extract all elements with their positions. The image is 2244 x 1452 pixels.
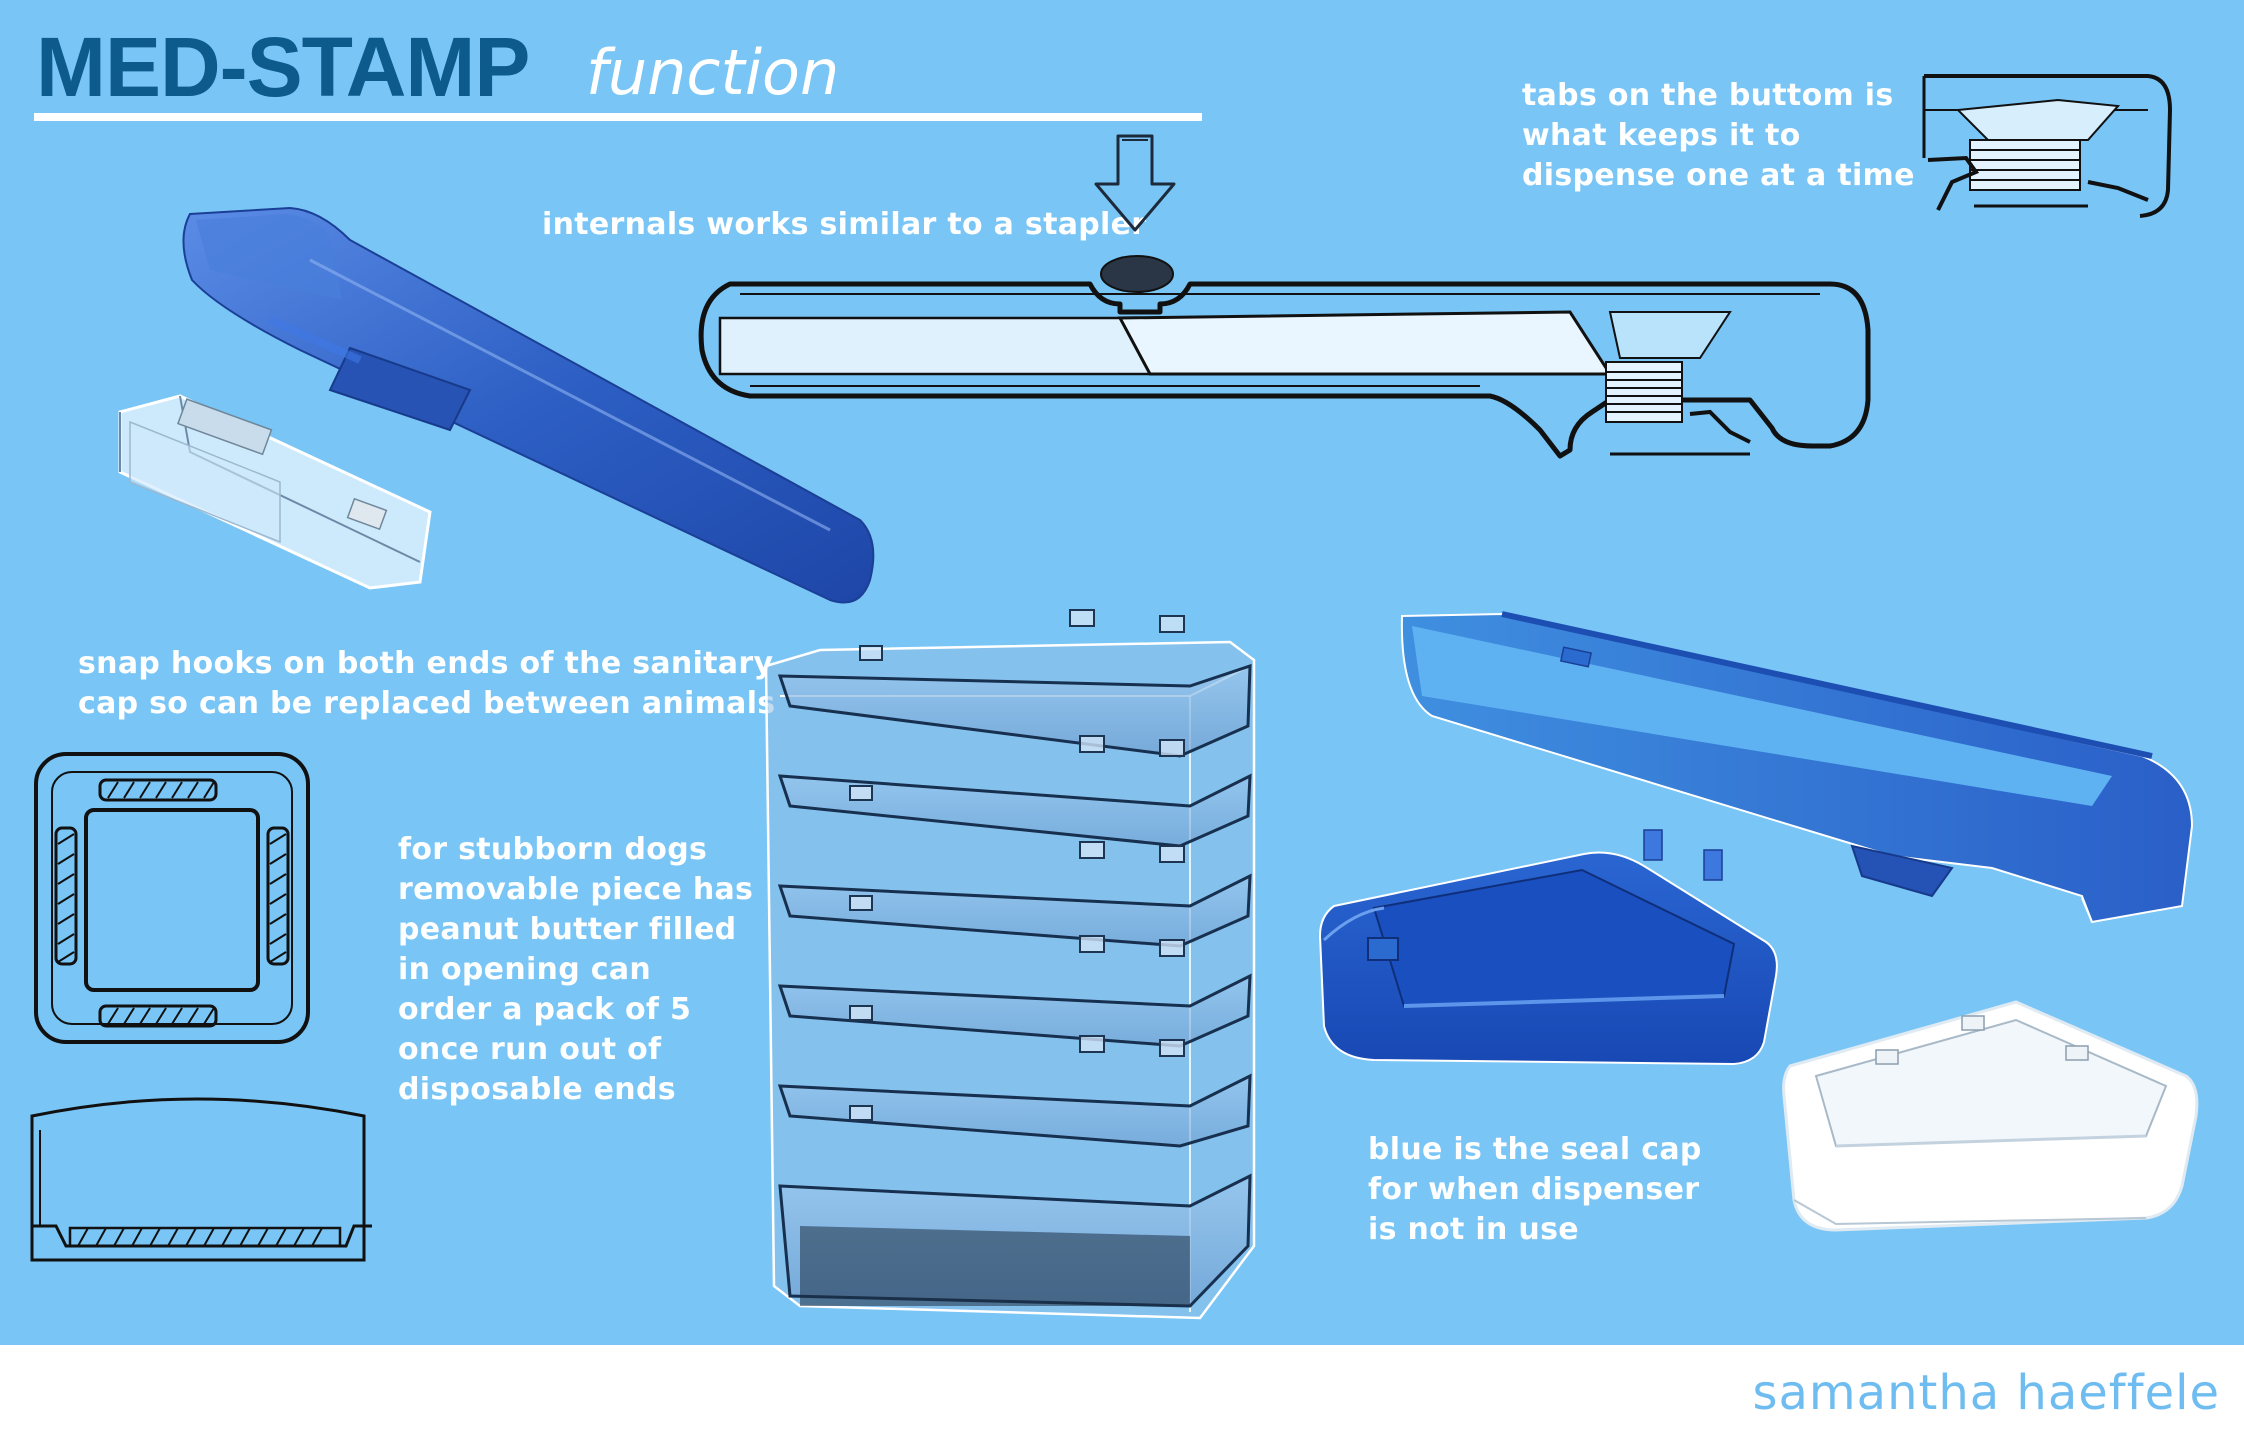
page-subtitle: function — [586, 36, 840, 109]
cap-top-view-sketch — [34, 752, 310, 1044]
down-arrow-icon — [1094, 134, 1176, 232]
page-title: MED-STAMP — [36, 20, 530, 114]
open-dispenser-render — [1400, 611, 2194, 924]
footer — [0, 1345, 2244, 1452]
snap-hooks-annotation: snap hooks on both ends of the sanitary … — [78, 646, 776, 721]
clear-tray-render — [1782, 1000, 2199, 1232]
tab-detail-sketch — [1922, 74, 2173, 218]
seal-cap-render — [1318, 829, 1778, 1066]
stubborn-dogs-annotation: for stubborn dogs removable piece has pe… — [398, 832, 754, 1107]
title-underline — [34, 113, 1202, 121]
internals-annotation: internals works similar to a stapler — [542, 207, 1147, 242]
tabs-annotation: tabs on the buttom is what keeps it to d… — [1522, 78, 1915, 193]
seal-cap-annotation: blue is the seal cap for when dispenser … — [1368, 1132, 1702, 1247]
concept-board: MED-STAMP function tabs on the buttom is… — [0, 0, 2244, 1345]
designer-signature: samantha haeffele — [1752, 1365, 2220, 1421]
stapler-cross-section-sketch — [698, 255, 1871, 459]
dispenser-render — [182, 206, 875, 604]
stacked-trays-render — [764, 609, 1256, 1320]
clear-cap-render — [118, 394, 432, 590]
cap-side-view-sketch — [30, 1097, 372, 1262]
